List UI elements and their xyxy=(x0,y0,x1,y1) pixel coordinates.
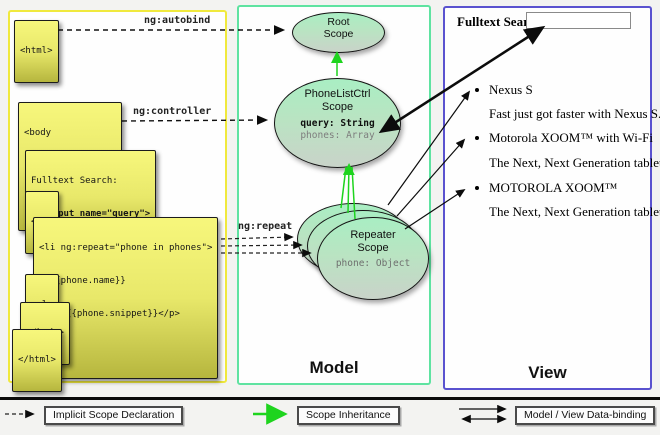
scope-property-query: query: String xyxy=(300,118,375,129)
legend-implicit-scope-box: Implicit Scope Declaration xyxy=(44,406,184,425)
scope-property-phones: phones: Array xyxy=(300,130,375,141)
scope-name: Scope xyxy=(357,242,389,254)
ng-repeat-label: ng:repeat xyxy=(238,221,293,232)
model-column-title: Model xyxy=(309,358,359,377)
ng-autobind-label: ng:autobind xyxy=(144,15,211,26)
code-box-li-repeat: <li ng:repeat="phone in phones"> {{phone… xyxy=(33,217,219,379)
code-line: <p>{{phone.snippet}}</p> xyxy=(39,309,180,319)
view-item-name: Motorola XOOM™ with Wi-Fi xyxy=(489,130,654,145)
bullet-icon xyxy=(475,88,479,92)
legend-scope-inheritance-box: Scope Inheritance xyxy=(297,406,400,425)
code-line: <html> xyxy=(20,46,53,56)
bullet-icon xyxy=(475,186,479,190)
view-item-name: Nexus S xyxy=(489,82,533,97)
scope-name: Scope xyxy=(321,101,354,113)
scope-name: Root xyxy=(327,16,350,28)
legend-separator-line xyxy=(0,397,660,400)
legend-data-binding-box: Model / View Data-binding xyxy=(515,406,656,425)
fulltext-search-label: Fulltext Search: xyxy=(457,14,546,29)
root-scope-ellipse: Root Scope xyxy=(292,12,385,53)
code-box-html-close: </html> xyxy=(12,329,62,392)
scope-name: PhoneListCtrl xyxy=(304,88,371,100)
ng-controller-label: ng:controller xyxy=(133,106,212,117)
phonelistctrl-scope-ellipse: PhoneListCtrl Scope query: String phones… xyxy=(274,78,401,168)
model-column: Model xyxy=(237,5,431,385)
code-line: </html> xyxy=(18,355,56,365)
scope-property-phone: phone: Object xyxy=(335,258,411,269)
view-item-desc: The Next, Next Generation tablet. xyxy=(489,204,660,219)
code-line: <body xyxy=(24,128,52,138)
view-item-desc: The Next, Next Generation tablet. xyxy=(489,155,660,170)
bullet-icon xyxy=(475,136,479,140)
view-item-name: MOTOROLA XOOM™ xyxy=(489,180,618,195)
fulltext-search-input[interactable] xyxy=(526,12,631,29)
scope-name: Repeater xyxy=(350,229,396,241)
view-column-title: View xyxy=(528,363,567,382)
scope-name: Scope xyxy=(323,27,354,40)
code-line: <li ng:repeat="phone in phones"> xyxy=(39,243,213,253)
code-line: {{phone.name}} xyxy=(39,276,126,286)
legend-binding-arrow-icon xyxy=(459,404,507,424)
view-column: View xyxy=(443,6,652,390)
code-line: Fulltext Search: xyxy=(31,176,118,186)
code-box-html-open: <html> xyxy=(14,20,59,83)
view-item-desc: Fast just got faster with Nexus S. xyxy=(489,106,660,121)
repeater-scope-ellipse: Repeater Scope phone: Object xyxy=(317,217,429,300)
